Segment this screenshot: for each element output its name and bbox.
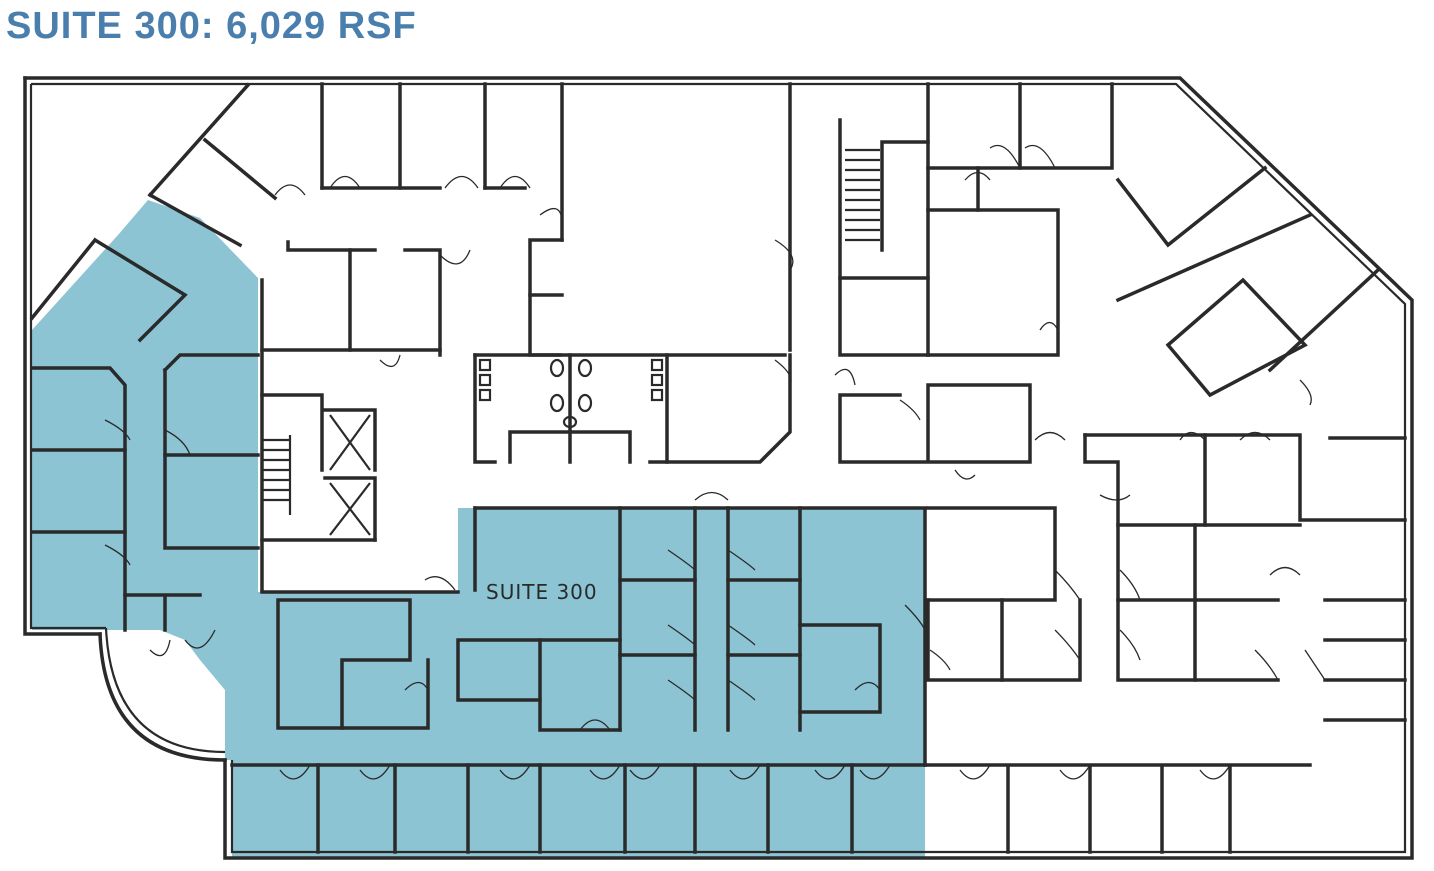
page-title: SUITE 300: 6,029 RSF (6, 5, 417, 47)
restroom-fixtures (478, 358, 664, 429)
interior-walls (29, 82, 1407, 854)
door-swings (104, 144, 1326, 780)
suite-300-west-wing (32, 200, 258, 630)
suite-label: SUITE 300 (486, 580, 598, 604)
building-exterior-wall (23, 76, 1414, 860)
